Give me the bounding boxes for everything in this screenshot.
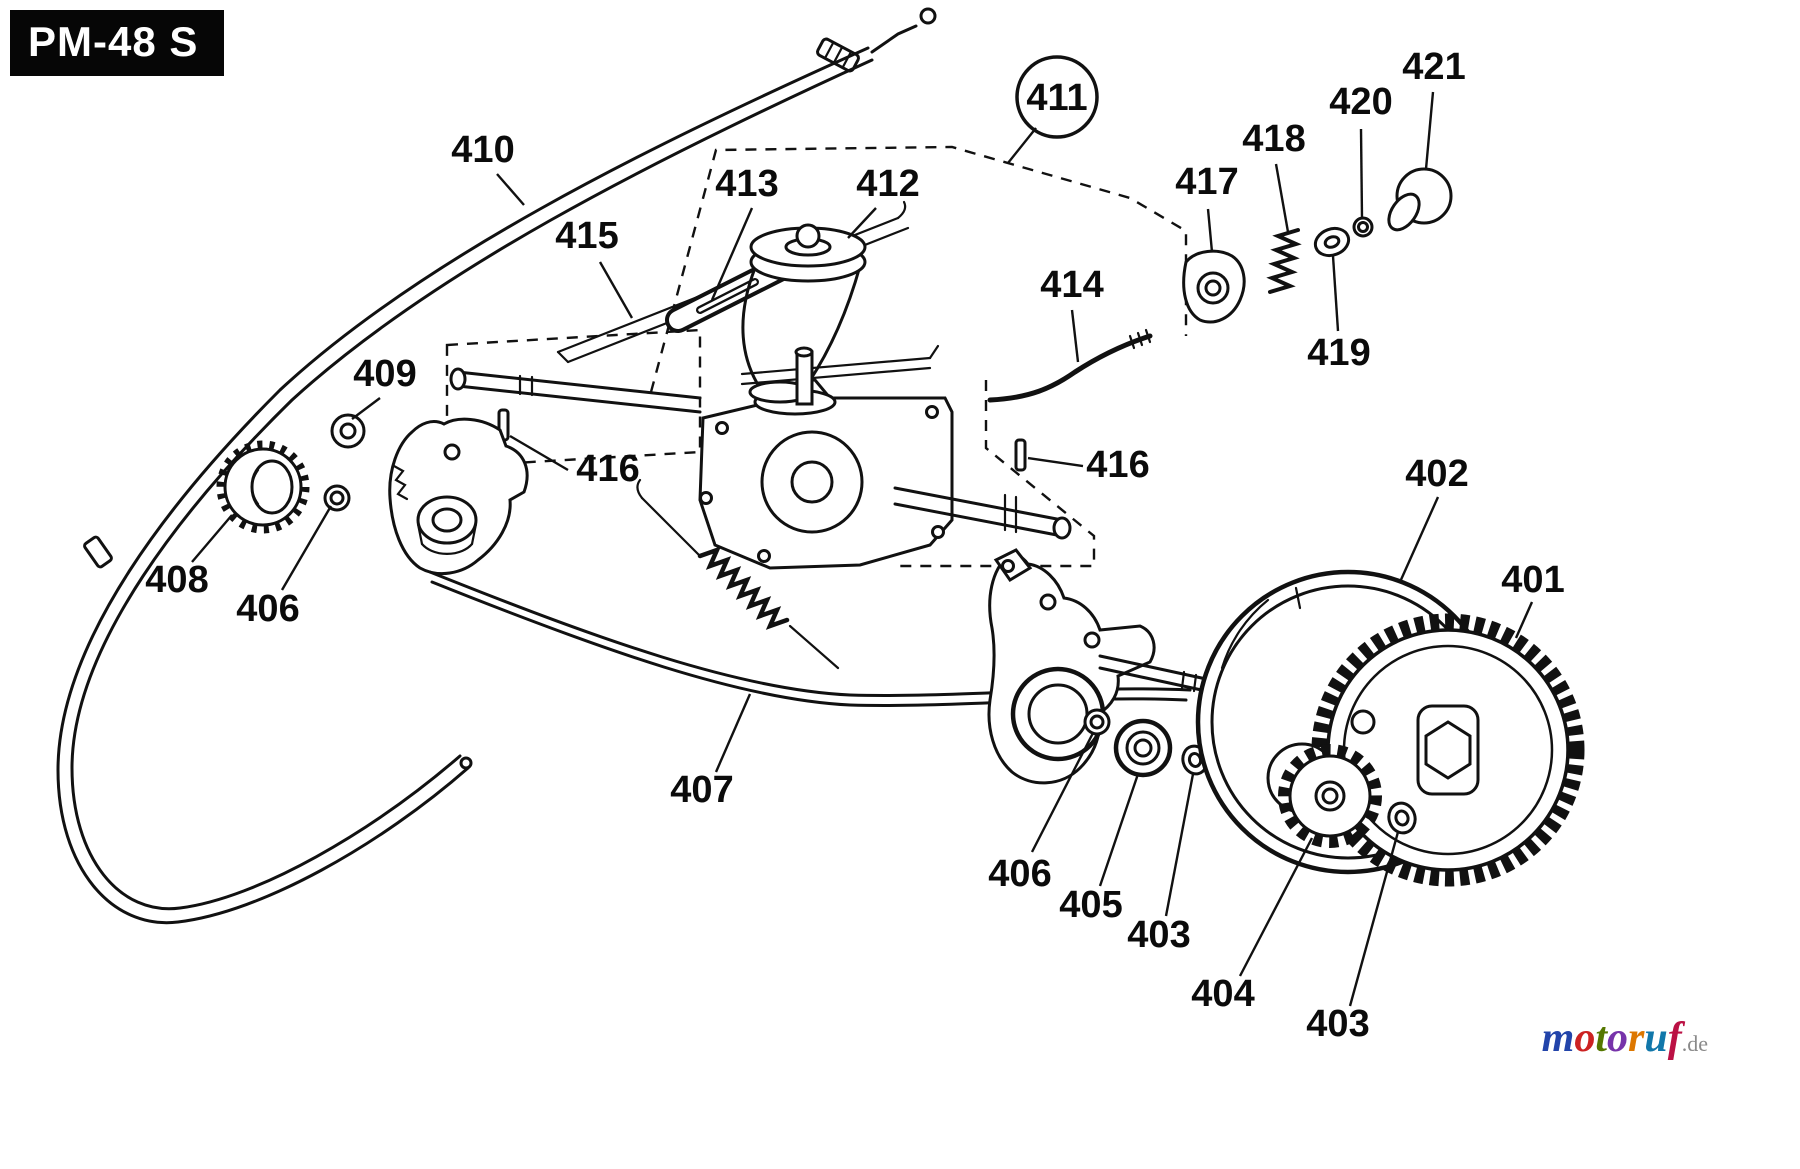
- part-406-ring-right: [1083, 708, 1111, 736]
- part-label-403b: 403: [1306, 1003, 1369, 1045]
- part-label-417: 417: [1175, 161, 1238, 203]
- part-label-401: 401: [1501, 559, 1564, 601]
- part-label-420: 420: [1329, 81, 1392, 123]
- part-label-413: 413: [715, 163, 778, 205]
- part-label-410: 410: [451, 129, 514, 171]
- part-409-washer: [330, 413, 366, 449]
- part-401-ring-gear: [1311, 613, 1585, 887]
- part-label-406a: 406: [236, 588, 299, 630]
- part-414-shift-rod: [987, 328, 1153, 403]
- part-label-415: 415: [555, 215, 618, 257]
- part-416-roll-pin-right: [1014, 438, 1027, 472]
- callout-balloon-411: [1015, 55, 1099, 139]
- gearbox-assembly: [449, 344, 1072, 570]
- part-419-washer: [1313, 226, 1351, 258]
- part-label-407: 407: [670, 769, 733, 811]
- part-label-408: 408: [145, 559, 208, 601]
- part-405-bearing: [1113, 718, 1173, 778]
- part-403-washer-lower: [1387, 801, 1417, 835]
- part-number-labels: 410 415 413 412 411 414 417 418 420 421 …: [145, 46, 1564, 1045]
- part-label-416b: 416: [1086, 444, 1149, 486]
- watermark-suffix: .de: [1681, 1031, 1708, 1056]
- part-label-414: 414: [1040, 264, 1103, 306]
- part-label-404: 404: [1191, 973, 1254, 1015]
- part-418-spring: [1266, 228, 1302, 294]
- part-406-ring-left: [323, 484, 351, 512]
- model-title: PM-48 S: [10, 10, 225, 76]
- watermark-word: motoruf: [1541, 1015, 1682, 1061]
- part-label-403a: 403: [1127, 914, 1190, 956]
- part-420-nut: [1352, 216, 1374, 238]
- part-408-drive-gear-knob: [216, 440, 310, 534]
- part-label-419: 419: [1307, 332, 1370, 374]
- part-417-bushing: [1182, 249, 1246, 324]
- part-label-402: 402: [1405, 453, 1468, 495]
- part-label-416a: 416: [576, 448, 639, 490]
- part-label-409: 409: [353, 353, 416, 395]
- part-404-pinion-gear: [1266, 742, 1382, 848]
- part-label-421: 421: [1402, 46, 1465, 88]
- leader-lines: [191, 91, 1534, 1007]
- watermark: motoruf.de: [1542, 1017, 1708, 1059]
- part-label-418: 418: [1242, 118, 1305, 160]
- height-adjuster-bracket: [388, 417, 529, 575]
- part-412-pulley-belt: [741, 223, 867, 394]
- part-label-412: 412: [856, 163, 919, 205]
- part-label-406b: 406: [988, 853, 1051, 895]
- part-label-411: 411: [1026, 77, 1087, 119]
- part-421-cap: [1387, 167, 1453, 232]
- part-label-405: 405: [1059, 884, 1122, 926]
- part-410-control-cable: [56, 7, 937, 925]
